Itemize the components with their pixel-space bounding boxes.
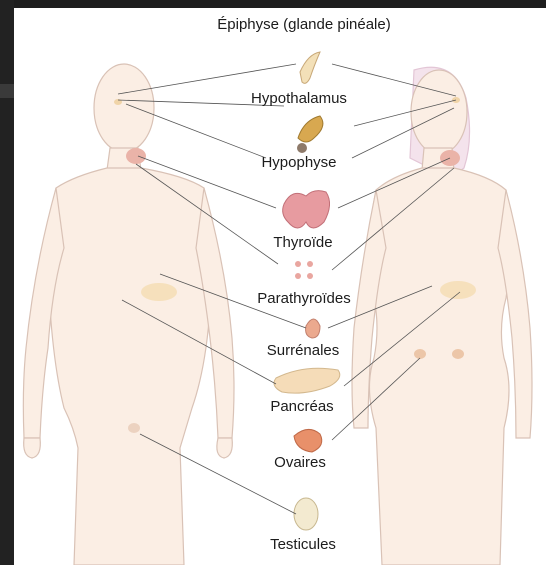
female-ovary-left-hint — [414, 349, 426, 359]
female-ovary-right-hint — [452, 349, 464, 359]
testis-icon — [294, 498, 318, 530]
label-surrenales: Surrénales — [267, 342, 340, 359]
hypothalamus-icon — [298, 116, 323, 142]
female-pancreas-hint — [440, 281, 476, 299]
female-torso — [369, 168, 510, 565]
window-top-bar — [0, 0, 546, 8]
label-hypophyse: Hypophyse — [261, 154, 336, 171]
male-right-hand — [217, 438, 232, 458]
male-testis-hint — [128, 423, 140, 433]
window-left-tab — [0, 84, 14, 98]
pineal-gland-icon — [300, 52, 320, 83]
thyroid-icon — [283, 191, 330, 228]
label-ovaires: Ovaires — [274, 454, 326, 471]
label-parathyroides: Parathyroïdes — [257, 290, 350, 307]
pancreas-icon — [274, 368, 340, 393]
endocrine-diagram: Épiphyse (glande pinéale) Hypothalamus H… — [14, 8, 546, 565]
label-testicules: Testicules — [270, 536, 336, 553]
male-left-hand — [24, 438, 41, 458]
pituitary-icon — [297, 143, 307, 153]
male-head — [94, 64, 154, 152]
male-torso — [48, 168, 212, 565]
label-pancreas: Pancréas — [270, 398, 333, 415]
male-pancreas-hint — [141, 283, 177, 301]
label-hypothalamus: Hypothalamus — [251, 90, 347, 107]
male-thyroid-hint — [126, 148, 146, 164]
adrenal-icon — [306, 319, 320, 338]
male-figure — [23, 64, 234, 565]
label-thyroide: Thyroïde — [273, 234, 332, 251]
ovary-icon — [294, 429, 322, 452]
female-figure — [352, 67, 532, 565]
parathyroid-icons — [295, 261, 313, 279]
label-epiphyse: Épiphyse (glande pinéale) — [217, 16, 390, 33]
female-head — [411, 70, 467, 154]
